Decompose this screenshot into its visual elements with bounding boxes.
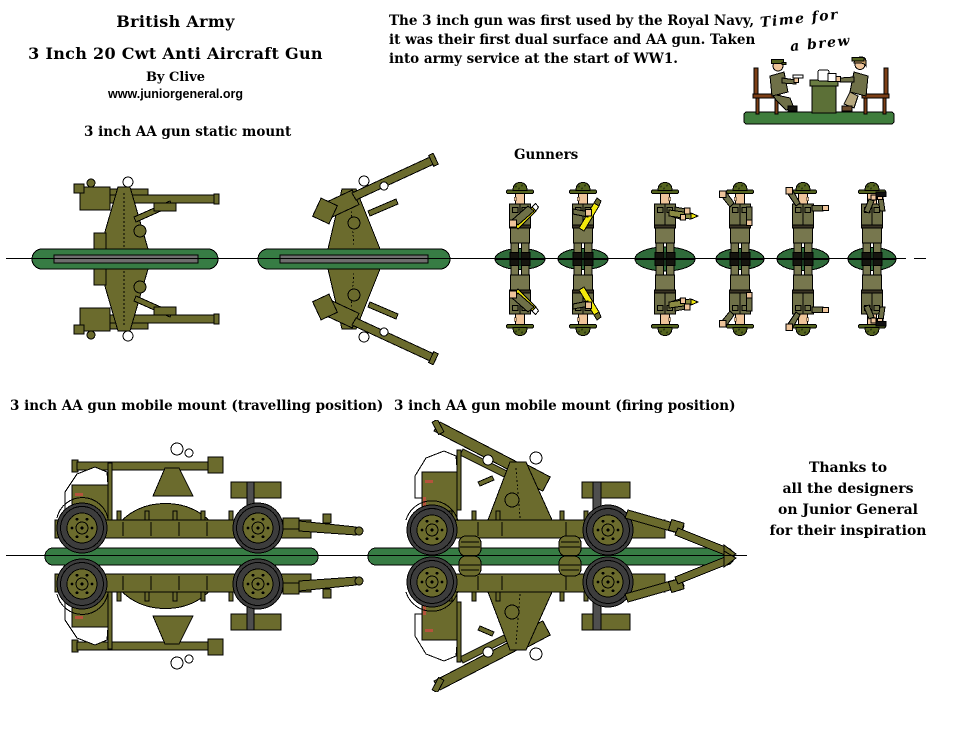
page-title: British Army [116, 12, 235, 31]
intro-line-1: The 3 inch gun was first used by the Roy… [389, 13, 755, 29]
breech [79, 186, 111, 211]
gun-profile [311, 153, 439, 250]
thanks-note: Thanks to all the designers on Junior Ge… [737, 458, 959, 542]
gunner-figure-1 [494, 181, 546, 337]
crate-table [809, 69, 839, 114]
byline: By Clive [145, 70, 206, 85]
gun-profile [73, 176, 220, 250]
travelling-label: 3 inch AA gun mobile mount (travelling p… [10, 398, 384, 414]
fold-line-row1 [6, 258, 906, 259]
static-gun-elevated-illustration [257, 153, 451, 365]
intro-paragraph: The 3 inch gun was first used by the Roy… [389, 12, 755, 69]
chair-right [861, 67, 890, 115]
base-strip [257, 248, 451, 270]
mobile-mount-firing-illustration [367, 420, 737, 692]
rear-wheel [582, 504, 634, 556]
gunner-figure-4 [715, 181, 765, 337]
thanks-line-2: all the designers [782, 481, 914, 497]
outrigger [624, 509, 737, 562]
brew-caption-line1: Time for [759, 6, 840, 32]
thanks-line-3: on Junior General [778, 502, 918, 518]
rear-fender [581, 481, 631, 499]
static-mount-label: 3 inch AA gun static mount [84, 124, 292, 140]
thanks-line-1: Thanks to [808, 460, 888, 476]
tea-break-cartoon [743, 56, 895, 125]
tow-bar [282, 513, 364, 536]
fold-line-row1-dash [914, 258, 926, 259]
intro-line-2: it was their first dual surface and AA g… [389, 32, 756, 48]
pulley [482, 454, 494, 466]
ground [743, 111, 895, 125]
ammo-box [311, 197, 339, 225]
thanks-line-4: for their inspiration [769, 523, 927, 539]
pulley [358, 175, 370, 187]
handwheel [504, 492, 520, 508]
front-wheel [56, 502, 108, 554]
pulley [170, 442, 184, 456]
plate [792, 74, 804, 79]
fender-arc [56, 497, 109, 520]
gunners-label: Gunners [514, 147, 579, 163]
breech [207, 456, 224, 474]
gunner-figure-3 [634, 181, 701, 337]
soldier-right [827, 56, 869, 112]
mobile-mount-travelling-illustration [44, 442, 364, 674]
intro-line-3: into army service at the start of WW1. [389, 51, 678, 67]
firing-label: 3 inch AA gun mobile mount (firing posit… [394, 398, 736, 414]
page-subtitle: 3 Inch 20 Cwt Anti Aircraft Gun [28, 44, 323, 63]
static-gun-level-illustration [31, 176, 220, 342]
fold-line-row2 [6, 555, 747, 556]
base-strip [31, 248, 219, 270]
gunner-figure-2 [557, 181, 609, 337]
trailer-profile [405, 420, 737, 562]
soldier-left [769, 59, 804, 112]
cradle [152, 467, 194, 497]
levelling-jacks [458, 535, 582, 557]
website-text: www.juniorgeneral.org [108, 87, 243, 101]
trailer-profile [54, 442, 364, 554]
gunner-figure-5 [776, 181, 830, 337]
chair-left [752, 67, 781, 115]
kettle [817, 69, 830, 82]
handwheel [347, 216, 361, 230]
mug [827, 73, 837, 82]
gunner-figure-6 [847, 181, 897, 337]
handwheel [133, 224, 147, 238]
rear-wheel [232, 502, 284, 554]
pulley [122, 176, 134, 188]
front-wheel [406, 504, 458, 556]
fender-arc [405, 500, 459, 522]
rear-fender [230, 481, 282, 499]
